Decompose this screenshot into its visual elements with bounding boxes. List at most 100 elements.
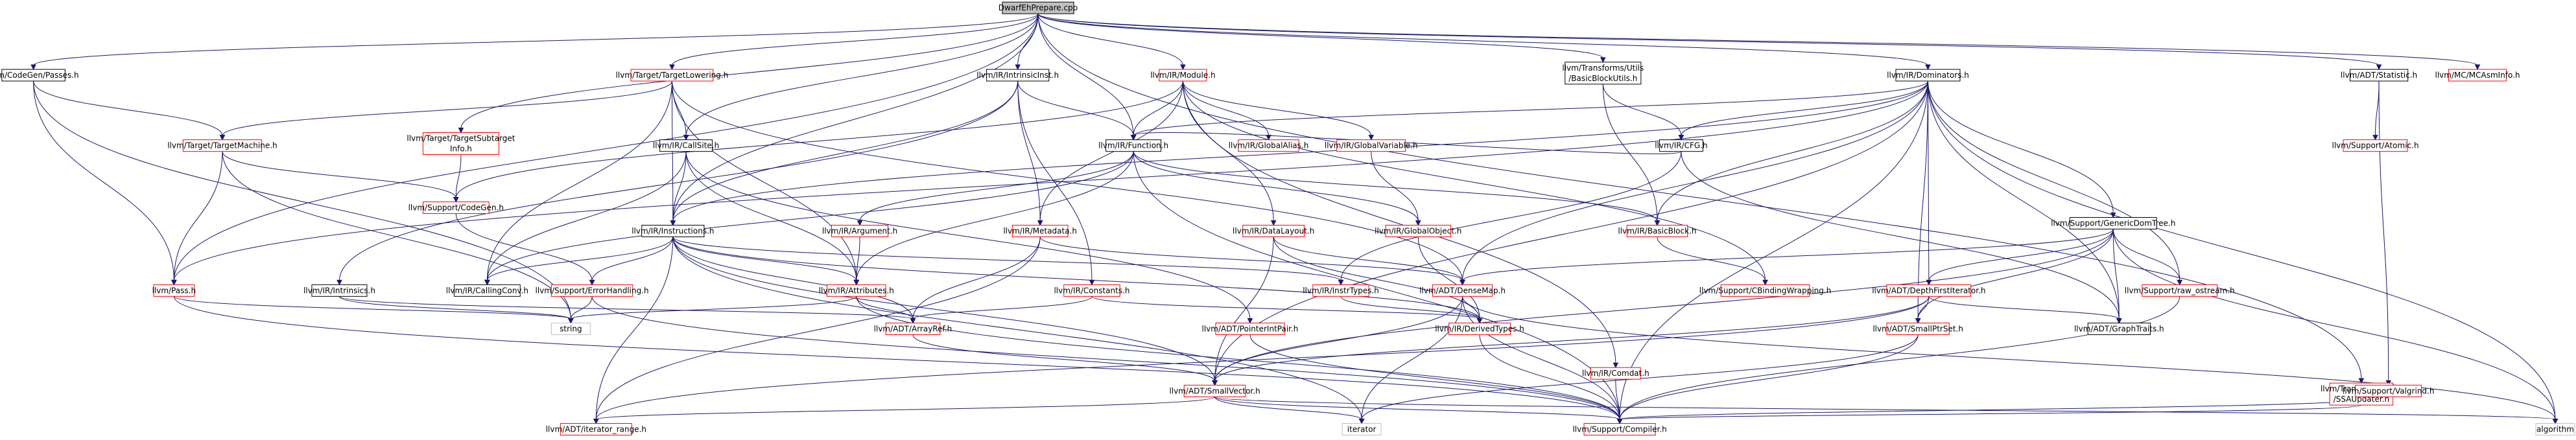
edge-cfg-to-function — [1130, 132, 1682, 154]
edge-dominators-to-function — [1130, 80, 1928, 141]
edge-intrinsicinst-to-metadata — [1017, 81, 1043, 226]
node-pass[interactable]: llvm/Pass.h — [152, 284, 196, 297]
node-instrtypes[interactable]: llvm/IR/InstrTypes.h — [1303, 284, 1379, 297]
node-cbindingwrapping[interactable]: llvm/Support/CBindingWrapping.h — [1699, 284, 1832, 297]
node-valgrind[interactable]: llvm/Support/Valgrind.h — [2343, 384, 2434, 397]
node-argument[interactable]: llvm/IR/Argument.h — [822, 224, 897, 237]
node-codegenpasses[interactable]: llvm/CodeGen/Passes.h — [0, 69, 79, 82]
edge-line — [1462, 296, 1620, 420]
node-pointerintpair[interactable]: llvm/ADT/PointerIntPair.h — [1201, 322, 1298, 335]
edge-line — [591, 296, 1620, 420]
node-label: llvm/IR/GlobalAlias.h — [1229, 141, 1309, 150]
node-globalvariable[interactable]: llvm/IR/GlobalVariable.h — [1325, 139, 1418, 152]
node-box — [422, 132, 500, 155]
node-cfg[interactable]: llvm/IR/CFG.h — [1655, 139, 1708, 152]
node-label: llvm/IR/Constants.h — [1054, 286, 1129, 295]
node-box — [1238, 139, 1299, 152]
node-datalayout[interactable]: llvm/IR/DataLayout.h — [1233, 224, 1314, 237]
node-box — [1385, 224, 1451, 237]
node-intrinsics[interactable]: llvm/IR/Intrinsics.h — [303, 284, 375, 297]
node-iterator_range[interactable]: llvm/ADT/iterator_range.h — [546, 423, 646, 435]
edge-line — [222, 80, 672, 136]
edge-line — [173, 81, 1928, 281]
edge-depthfirstiterator-to-iterator_range — [593, 296, 1930, 424]
node-arrayref[interactable]: llvm/ADT/ArrayRef.h — [874, 322, 952, 335]
node-label: llvm/IR/BasicBlock.h — [1618, 226, 1696, 235]
node-box — [2087, 322, 2151, 335]
node-label: iterator — [1347, 424, 1377, 434]
node-smallvector[interactable]: llvm/ADT/SmallVector.h — [1169, 384, 1260, 397]
node-supportcodegen[interactable]: llvm/Support/CodeGen.h — [408, 202, 504, 214]
edge-line — [338, 295, 571, 319]
edge-line — [1917, 81, 1928, 319]
edges-layer — [30, 13, 2558, 424]
node-box — [550, 284, 633, 297]
node-attributes[interactable]: llvm/IR/Attributes.h — [819, 284, 894, 297]
node-errorhandling[interactable]: llvm/Support/ErrorHandling.h — [536, 284, 649, 297]
edge-arrowhead — [2116, 318, 2122, 324]
node-box — [1183, 384, 1246, 397]
edge-line — [2378, 81, 2389, 382]
node-basicblockutils[interactable]: llvm/Transforms/Utils/BasicBlockUtils.h — [1562, 62, 1644, 85]
edge-targetlowering-to-callsite — [671, 81, 689, 141]
node-targetmachine[interactable]: llvm/Target/TargetMachine.h — [167, 139, 278, 152]
edge-line — [1917, 296, 1930, 319]
edge-line — [672, 237, 1362, 420]
edge-targetmachine-to-string — [222, 151, 574, 324]
edge-arrowhead — [2177, 279, 2183, 286]
node-targetlowering[interactable]: llvm/Target/TargetLowering.h — [616, 69, 729, 82]
node-atomic[interactable]: llvm/Support/Atomic.h — [2332, 139, 2419, 152]
node-globalobject[interactable]: llvm/IR/GlobalObject.h — [1375, 224, 1461, 237]
node-depthfirstiterator[interactable]: llvm/ADT/DepthFirstIterator.h — [1872, 284, 1986, 297]
edge-line — [1602, 84, 1658, 222]
node-box — [1242, 224, 1305, 237]
node-statistic[interactable]: llvm/ADT/Statistic.h — [2341, 69, 2417, 82]
node-intrinsicinst[interactable]: llvm/IR/IntrinsicInst.h — [976, 69, 1059, 82]
edge-targetlowering-to-targetmachine — [219, 80, 672, 141]
node-callsite[interactable]: llvm/IR/CallSite.h — [653, 139, 719, 152]
edge-function-to-callingconv — [484, 151, 1134, 286]
node-function[interactable]: llvm/IR/Function.h — [1098, 139, 1168, 152]
edge-root-to-ssaupdater — [1037, 14, 2365, 384]
edge-line — [672, 237, 1216, 382]
edge-line — [1182, 81, 1270, 136]
edge-line — [338, 295, 914, 319]
node-callingconv[interactable]: llvm/IR/CallingConv.h — [446, 284, 528, 297]
node-basicblock[interactable]: llvm/IR/BasicBlock.h — [1618, 224, 1697, 237]
node-instructions[interactable]: llvm/IR/Instructions.h — [632, 224, 715, 237]
node-dominators[interactable]: llvm/IR/Dominators.h — [1887, 69, 1969, 82]
edge-line — [2112, 229, 2120, 319]
node-mcasminfo[interactable]: llvm/MC/MCAsmInfo.h — [2435, 69, 2520, 82]
edge-arrowhead — [1476, 318, 1483, 324]
node-label: llvm/Support/Atomic.h — [2332, 141, 2418, 150]
node-smallptrset[interactable]: llvm/ADT/SmallPtrSet.h — [1873, 322, 1963, 335]
node-label: llvm/CodeGen/Passes.h — [0, 71, 79, 80]
edge-raw_ostream-to-compiler — [1616, 296, 2180, 424]
node-label: llvm/Support/raw_ostream.h — [2125, 286, 2235, 295]
node-module[interactable]: llvm/IR/Module.h — [1150, 69, 1216, 82]
node-metadata[interactable]: llvm/IR/Metadata.h — [1003, 224, 1077, 237]
edge-line — [685, 151, 1251, 319]
node-graphtraits[interactable]: llvm/ADT/GraphTraits.h — [2074, 322, 2164, 335]
edge-line — [1182, 81, 1372, 136]
node-box — [422, 202, 490, 214]
node-raw_ostream[interactable]: llvm/Support/raw_ostream.h — [2125, 284, 2235, 297]
node-box — [885, 322, 941, 335]
edge-constants-to-derivedtypes — [1091, 295, 1483, 324]
edge-line — [460, 14, 1039, 129]
node-densemap[interactable]: llvm/ADT/DenseMap.h — [1419, 284, 1506, 297]
node-constants[interactable]: llvm/IR/Constants.h — [1054, 284, 1130, 297]
node-box — [641, 224, 705, 237]
node-derivedtypes[interactable]: llvm/IR/DerivedTypes.h — [1435, 322, 1524, 335]
node-comdat[interactable]: llvm/IR/Comdat.h — [1582, 367, 1649, 380]
edge-line — [1361, 296, 1463, 420]
edge-dominators-to-genericdomtree — [1927, 81, 2116, 218]
node-globalalias[interactable]: llvm/IR/GlobalAlias.h — [1229, 139, 1309, 152]
node-label: llvm/IR/GlobalVariable.h — [1325, 141, 1418, 150]
edge-dominators-to-densemap — [1459, 81, 1928, 286]
edge-arrowhead — [1015, 64, 1021, 71]
node-genericdomtree[interactable]: llvm/Support/GenericDomTree.h — [2051, 217, 2175, 230]
node-compiler[interactable]: llvm/Support/Compiler.h — [1572, 423, 1667, 435]
edge-line — [1214, 229, 2114, 382]
